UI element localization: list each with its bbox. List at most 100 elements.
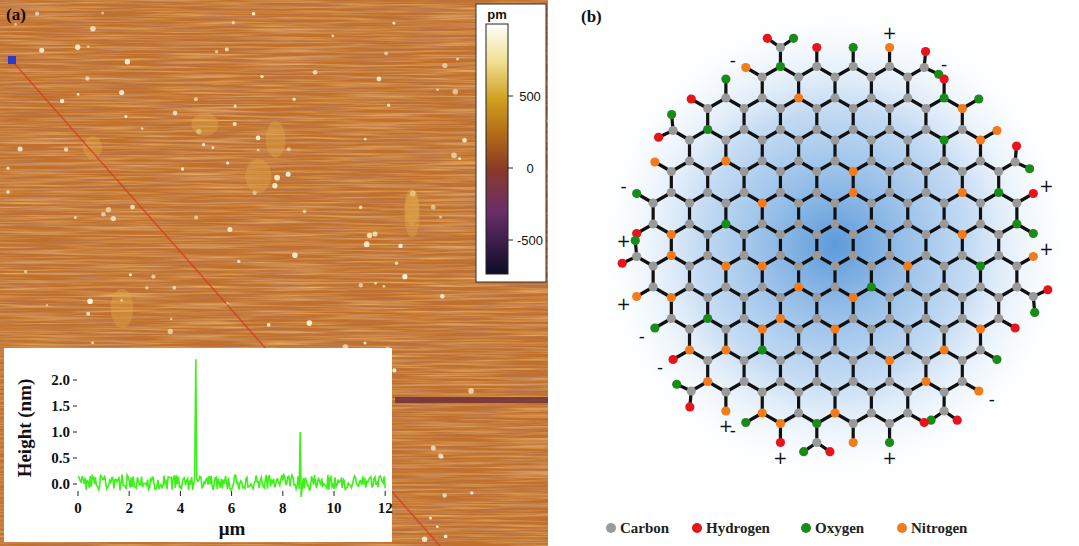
atom xyxy=(885,167,894,176)
atom xyxy=(794,93,803,102)
atom xyxy=(687,94,696,103)
atom xyxy=(849,125,858,134)
atom xyxy=(667,110,676,119)
atom xyxy=(685,156,694,165)
atom xyxy=(618,259,627,268)
afm-particle xyxy=(398,244,402,248)
charge-sign: + xyxy=(617,296,631,313)
afm-particle xyxy=(6,190,10,194)
atom xyxy=(849,167,858,176)
afm-particle xyxy=(462,138,467,143)
afm-particle xyxy=(377,77,382,82)
charge-sign: - xyxy=(621,178,627,195)
atom xyxy=(758,93,767,102)
afm-particle xyxy=(106,207,111,212)
afm-patch xyxy=(191,113,218,136)
atom xyxy=(867,324,876,333)
axis-tick-label: 2.0 xyxy=(51,373,70,388)
atom xyxy=(921,251,930,260)
scale-value: -500 xyxy=(517,234,543,247)
tick xyxy=(508,240,513,241)
atom xyxy=(685,345,694,354)
scan-streak xyxy=(395,397,548,403)
atom xyxy=(849,314,858,323)
atom xyxy=(721,198,730,207)
atom xyxy=(667,188,676,197)
atom xyxy=(703,314,712,323)
atom xyxy=(1043,285,1052,294)
charge-sign: - xyxy=(941,56,947,73)
atom xyxy=(794,324,803,333)
atom xyxy=(903,219,912,228)
atom xyxy=(903,387,912,396)
atom xyxy=(739,188,748,197)
atom xyxy=(703,188,712,197)
tick xyxy=(180,491,181,496)
atom xyxy=(721,135,730,144)
atom xyxy=(885,62,894,71)
axis-tick-label: 0.0 xyxy=(51,477,70,492)
atom xyxy=(812,125,821,134)
atom xyxy=(687,386,696,395)
atom xyxy=(758,324,767,333)
afm-particle xyxy=(442,63,447,68)
afm-particle xyxy=(272,183,277,188)
atom xyxy=(849,356,858,365)
atom xyxy=(940,282,949,291)
atom xyxy=(921,314,930,323)
afm-particle xyxy=(451,152,457,158)
afm-particle xyxy=(212,146,215,149)
dot-glow xyxy=(587,0,1079,493)
afm-particle xyxy=(444,535,448,539)
atom xyxy=(958,104,967,113)
atom xyxy=(672,380,681,389)
atom xyxy=(958,188,967,197)
color-scale-bar xyxy=(486,24,508,274)
atom xyxy=(1029,292,1038,301)
axis-tick-label: 0 xyxy=(74,501,82,516)
afm-particle xyxy=(274,175,280,181)
atom xyxy=(958,167,967,176)
atom xyxy=(685,282,694,291)
afm-particle xyxy=(364,138,367,141)
atom xyxy=(812,43,821,52)
axis-tick-label: 4 xyxy=(177,501,185,516)
charge-sign: + xyxy=(1039,178,1053,195)
atom xyxy=(721,324,730,333)
atom xyxy=(1012,261,1021,270)
atom xyxy=(721,387,730,396)
legend-swatch xyxy=(801,523,811,533)
atom xyxy=(940,261,949,270)
atom xyxy=(885,314,894,323)
atom xyxy=(794,198,803,207)
atom xyxy=(953,416,962,425)
atom xyxy=(921,293,930,302)
tick xyxy=(508,96,513,97)
profile-marker xyxy=(8,56,16,64)
afm-particle xyxy=(145,286,148,289)
atom xyxy=(721,345,730,354)
afm-particle xyxy=(383,285,386,288)
atom xyxy=(794,72,803,81)
atom xyxy=(830,282,839,291)
axis-tick-label: 12 xyxy=(378,501,393,516)
atom xyxy=(776,438,785,447)
atom xyxy=(867,156,876,165)
atom xyxy=(812,251,821,260)
afm-particle xyxy=(151,275,155,279)
tick xyxy=(78,491,79,496)
atom xyxy=(903,72,912,81)
atom xyxy=(976,282,985,291)
afm-particle xyxy=(332,35,335,38)
atom xyxy=(1029,252,1038,261)
atom xyxy=(885,188,894,197)
legend-swatch xyxy=(606,523,616,533)
atom xyxy=(940,156,949,165)
atom xyxy=(885,419,894,428)
panel-label: (b) xyxy=(581,8,602,25)
atom xyxy=(721,74,730,83)
charge-sign: - xyxy=(730,52,736,69)
afm-image xyxy=(0,0,548,546)
afm-ground xyxy=(0,0,548,546)
